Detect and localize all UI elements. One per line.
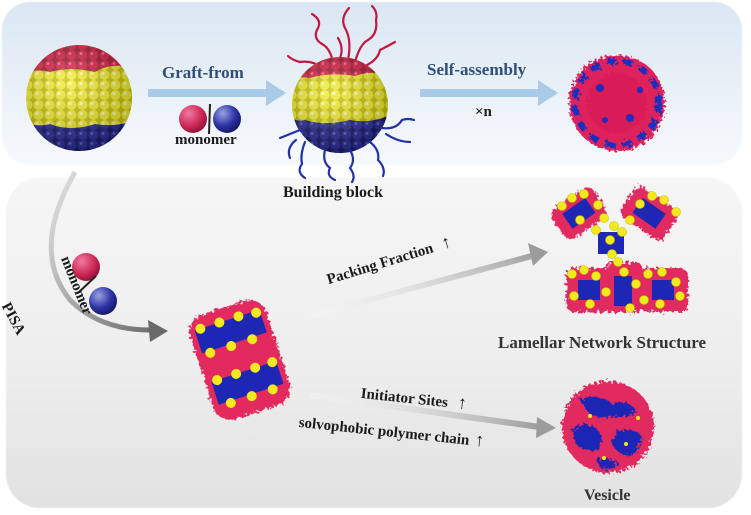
vesicle bbox=[562, 381, 654, 473]
monomer-label-top: monomer bbox=[175, 132, 237, 148]
janus-particle-initial bbox=[26, 45, 132, 151]
vesicle-label: Vesicle bbox=[584, 487, 631, 504]
self-assembly-arrow bbox=[420, 80, 558, 106]
graft-from-arrow bbox=[148, 80, 286, 106]
initiator-sites-arrow bbox=[309, 392, 556, 438]
pisa-curved-arrow bbox=[48, 170, 168, 342]
pisa-particle bbox=[189, 300, 291, 420]
packing-fraction-arrow bbox=[310, 243, 548, 318]
assembled-aggregate bbox=[569, 55, 665, 151]
monomer-pair-icon bbox=[179, 103, 241, 135]
lamellar-network-label: Lamellar Network Structure bbox=[498, 333, 707, 352]
graft-from-label: Graft-from bbox=[162, 63, 244, 82]
monomer-pair-icon-rotated bbox=[72, 253, 117, 315]
lamellar-network-structure bbox=[551, 186, 688, 313]
self-assembly-label: Self-assembly bbox=[427, 60, 527, 79]
building-block-particle bbox=[278, 4, 416, 184]
multiplier-label: ×n bbox=[475, 104, 492, 120]
building-block-label: Building block bbox=[283, 184, 384, 201]
